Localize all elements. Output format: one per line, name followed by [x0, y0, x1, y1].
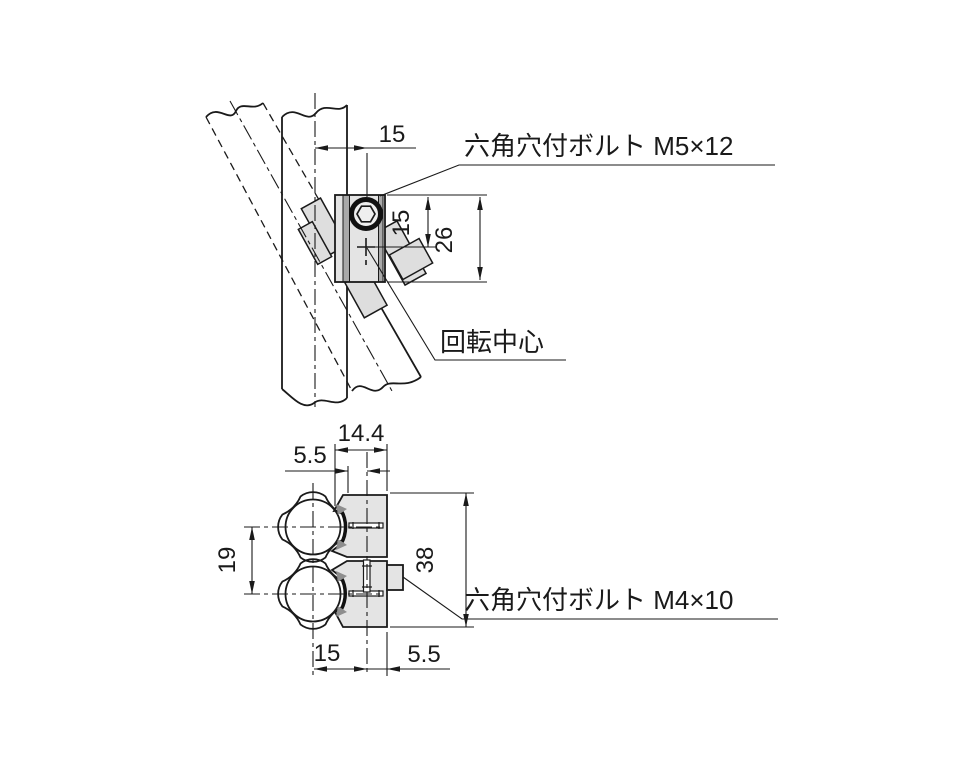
dim-pipe-pitch-19: 19 [214, 527, 255, 594]
pipe-bottom-break-line [281, 388, 348, 407]
dim-bolt-to-edge-value: 5.5 [407, 641, 440, 668]
dim-top-to-center-15: 15 [374, 194, 487, 248]
leader-bolt-m5: 六角穴付ボルト M5×12 [379, 131, 775, 197]
bolt-m4-label: 六角穴付ボルト M4×10 [464, 585, 733, 615]
bolt-head-side [386, 564, 404, 591]
bolt-m5-label: 六角穴付ボルト M5×12 [464, 131, 733, 161]
dim-height-value: 38 [412, 547, 439, 574]
rotation-center-label: 回転中心 [440, 327, 544, 357]
dim-block-height-value: 26 [431, 227, 458, 254]
dim-width-value: 14.4 [338, 420, 385, 447]
dim-width-14-4: 14.4 [334, 420, 388, 506]
hex-socket-icon [356, 205, 376, 223]
pipe-contact-arc-lower [339, 576, 348, 611]
grip-teeth [336, 504, 347, 617]
dim-block-height-26: 26 [387, 197, 487, 283]
dim-surface-to-bolt-value: 5.5 [293, 442, 326, 469]
dim-offset-15: 15 [315, 121, 416, 197]
clamp-block-outline [334, 194, 386, 283]
hex-socket-bolt-head [349, 197, 383, 231]
dim-center-to-bolt-value: 15 [314, 640, 341, 667]
bottom-centerlines [244, 452, 384, 676]
clamp-block-left-strip [342, 194, 350, 283]
dim-surface-to-bolt-5-5: 5.5 [285, 442, 390, 493]
top-view: 15 15 26 六角穴付ボルト M5×12 回転中心 [205, 93, 775, 407]
dim-height-38: 38 [390, 492, 474, 628]
dim-offset-value: 15 [379, 121, 406, 148]
leader-bolt-m4: 六角穴付ボルト M4×10 [402, 576, 778, 620]
pipe-contact-arc-upper [339, 509, 348, 545]
rotation-center-cross [357, 238, 375, 265]
bolt-head-ring [349, 197, 383, 231]
dim-top-to-center-value: 15 [388, 210, 415, 237]
pipe-top-break-line [281, 104, 348, 118]
leader-rotation-center: 回転中心 [366, 247, 566, 361]
dim-center-to-bolt-15: 15 5.5 [314, 632, 450, 676]
diagonal-pipe-bottom-break-line [351, 376, 422, 392]
bottom-view: 14.4 5.5 19 38 15 5.5 [214, 420, 778, 676]
dim-pipe-pitch-value: 19 [214, 547, 241, 574]
